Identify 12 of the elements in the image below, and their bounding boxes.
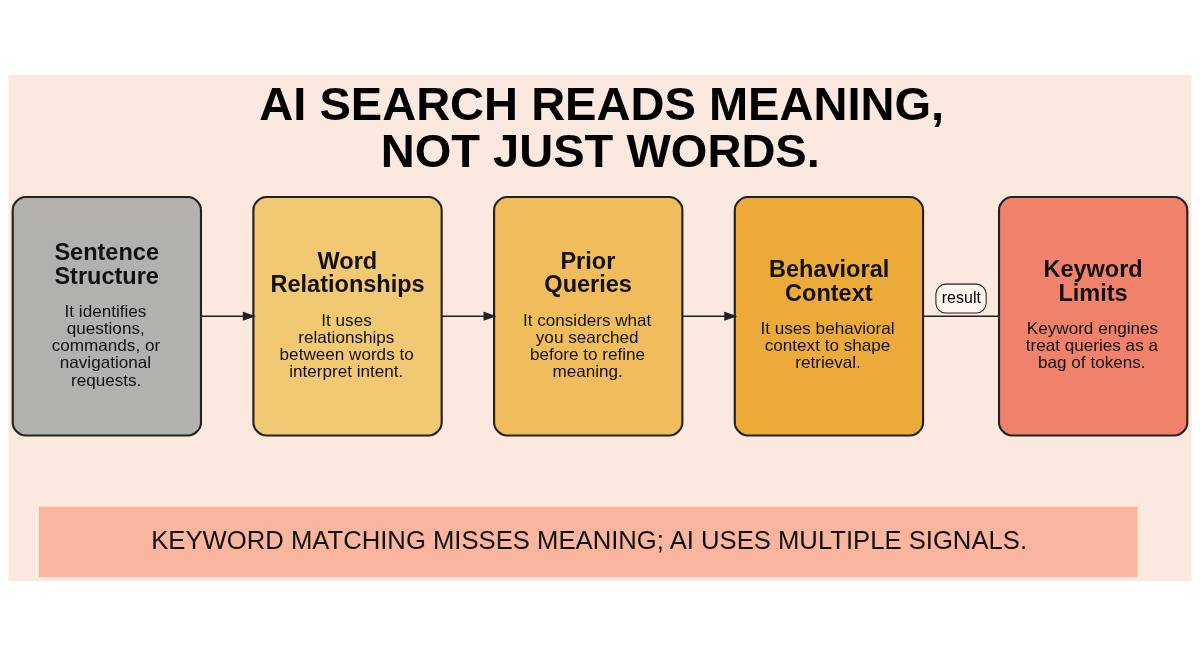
node-box: KEYWORD MATCHING MISSES MEANING; AI USES MULTIPLE SIGNALS. bbox=[38, 506, 1138, 577]
arrow bbox=[681, 311, 738, 321]
node-box: Word Relationships It uses relationships between words to interpret intent. bbox=[252, 195, 443, 437]
node-box: Sentence Structure It identifies questions, commands, or navigational requests. bbox=[11, 195, 203, 437]
arrow bbox=[441, 311, 497, 321]
connector bbox=[922, 314, 1000, 317]
node-box: Behavioral Context It uses behavioral context to shape retrieval. bbox=[733, 195, 925, 437]
node-box: Prior Queries It considers what you searched before to refine meaning. bbox=[493, 195, 684, 437]
node-box: Keyword Limits Keyword engines treat queries as a bag of tokens. bbox=[997, 195, 1189, 437]
edge-label: result bbox=[941, 287, 981, 306]
diagram-title: AI SEARCH READS MEANING, NOT JUST WORDS. bbox=[259, 76, 945, 177]
arrow bbox=[200, 311, 256, 321]
